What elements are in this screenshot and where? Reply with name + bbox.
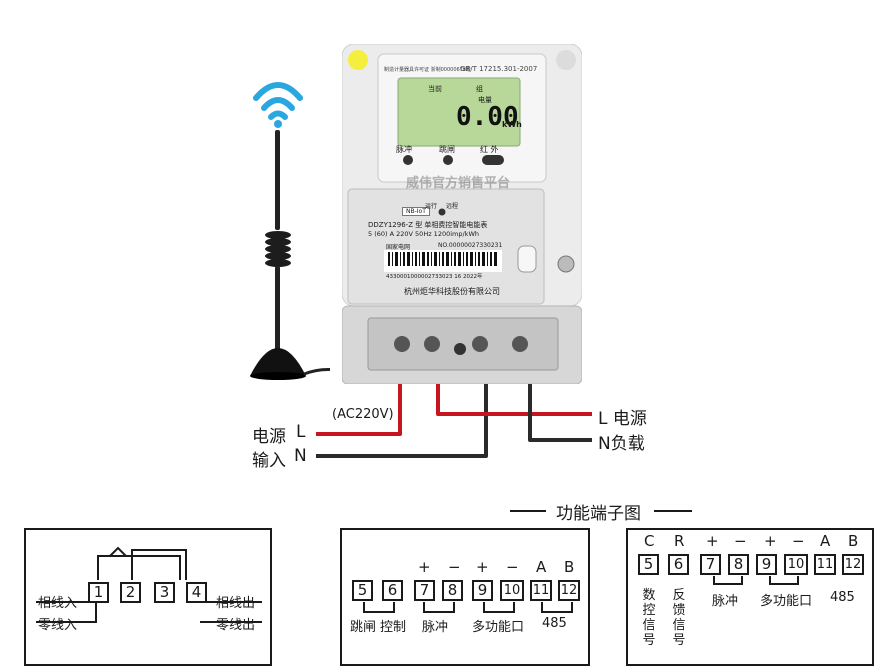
input-label: 输入 [252,451,286,471]
load-N-label: N负载 [598,434,645,454]
fn-terminal-8: 8 [442,580,463,601]
phase-in-label: 相线入 [38,596,78,611]
alt-terminal-7: 7 [700,554,721,575]
lcd-value: 0.00 [456,102,519,132]
fn-terminal-5: 5 [352,580,373,601]
alt-top-A: A [820,532,831,550]
fn-terminal-10: 10 [500,580,524,601]
alt-terminal-10: 10 [784,554,808,575]
fn-terminal-7: 7 [414,580,435,601]
wire-load-N [528,384,592,442]
alt-terminal-12: 12 [842,554,864,575]
fn-sign-minus-2: − [506,558,519,576]
fn-sign-A: A [536,558,547,576]
alt-vlabel-control: 数控信号 [642,588,656,648]
main-terminal-lines [36,546,262,623]
diagram-title: 功能端子图 [556,504,641,524]
alt-label-multi: 多功能口 [760,594,813,609]
indicator-trip: 跳闸 [439,145,455,154]
wire-load-L [436,384,592,416]
main-terminal-diagram: 1 2 3 4 相线入 零线入 相线出 零线出 [24,528,272,666]
diagram-title-left-rule [510,510,546,512]
lcd-label-energy: 电量 [478,96,492,104]
terminal-1: 1 [88,582,109,603]
fn-terminal-6: 6 [382,580,403,601]
alt-top-plus-1: + [706,532,719,550]
fn-label-485: 485 [542,616,567,631]
fn-label-multi: 多功能口 [472,620,525,635]
barcode-text: 4330001000002733023 16 2022年 [386,274,483,280]
neutral-in-label: 零线入 [38,618,78,633]
lcd-label-current: 当前 [428,85,442,93]
phase-out-label: 相线出 [216,596,256,611]
fn-sign-B: B [564,558,575,576]
watermark: 威伟官方销售平台 [406,176,511,191]
terminal-3: 3 [154,582,175,603]
source-label: 电源 [252,427,286,447]
fn-sign-minus-1: − [448,558,461,576]
indicator-comm: 远程 [446,203,459,210]
fn-terminal-9: 9 [472,580,493,601]
fn-label-pulse: 脉冲 [422,620,449,635]
indicator-pulse: 脉冲 [396,145,412,154]
cert-no: 制造计量器具许可证 浙制00000678号 [384,67,472,73]
input-N-label: N [294,446,307,466]
alt-top-C: C [644,532,655,550]
antenna [250,82,330,380]
lcd-unit: kWh [502,120,522,129]
wifi-icon [253,82,303,120]
alt-top-minus-1: − [734,532,747,550]
indicator-run: 运行 [425,203,438,210]
alt-label-pulse: 脉冲 [712,594,739,609]
wiring-lines [316,384,592,458]
fn-sign-plus-1: + [418,558,431,576]
alt-top-R: R [674,532,685,550]
wire-source-N [316,384,488,458]
alt-terminal-5: 5 [638,554,659,575]
fn-label-control: 控制 [380,620,407,635]
fn-label-trip: 跳闸 [350,620,377,635]
alt-label-485: 485 [830,590,855,605]
ac-label: (AC220V) [332,407,394,422]
alt-terminal-11: 11 [814,554,836,575]
meter: 制造计量器具许可证 浙制00000678号 GB/T 17215.301-200… [342,44,582,384]
alt-terminal-6: 6 [668,554,689,575]
badge-nbiot: NB-IoT [402,207,430,216]
function-terminal-diagram-alt: C R + − + − A B 5 6 7 8 9 10 11 12 数控信号 … [626,528,874,666]
wire-source-L [316,384,402,436]
manufacturer: 杭州炬华科技股份有限公司 [404,287,500,296]
fn-terminal-11: 11 [530,580,552,601]
terminal-2: 2 [120,582,141,603]
fn-sign-plus-2: + [476,558,489,576]
alt-top-B: B [848,532,859,550]
meter-case [342,44,582,384]
function-terminal-alt-lines [713,576,799,585]
alt-terminal-9: 9 [756,554,777,575]
lcd-label-group: 组 [476,85,483,93]
neutral-out-label: 零线出 [216,618,256,633]
alt-vlabel-feedback: 反馈信号 [672,588,686,648]
serial-number: NO.00000027330231 [438,242,503,249]
alt-top-minus-2: − [792,532,805,550]
diagram-title-right-rule [654,510,692,512]
meter-model: DDZY1296-Z 型 单相费控智能电能表 [368,221,488,229]
alt-top-plus-2: + [764,532,777,550]
function-terminal-lines [363,602,573,613]
meter-spec: 5 (60) A 220V 50Hz 1200imp/kWh [368,230,479,238]
fn-terminal-12: 12 [558,580,580,601]
standard: GB/T 17215.301-2007 [460,65,538,73]
source-L-label: L [296,422,306,442]
load-L-label: L 电源 [598,409,647,429]
alt-terminal-8: 8 [728,554,749,575]
function-terminal-diagram: 5 6 7 8 9 10 11 12 + − + − A B 跳闸 控制 脉冲 … [340,528,590,666]
grid-label: 国家电网 [386,244,411,251]
indicator-ir: 红 外 [480,145,499,154]
terminal-4: 4 [186,582,207,603]
